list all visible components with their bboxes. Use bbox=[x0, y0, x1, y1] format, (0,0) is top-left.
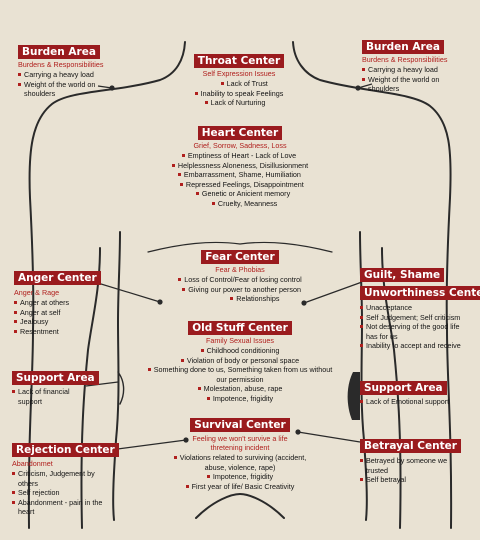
fear-item: Giving our power to another person bbox=[182, 285, 301, 295]
burden-right-subtitle: Burdens & Responsibilities bbox=[362, 55, 448, 64]
chest-line bbox=[147, 241, 333, 253]
crotch-line bbox=[195, 493, 285, 519]
support-right-item: Lack of Emotional support bbox=[360, 397, 460, 407]
rejection-center: Rejection Center Abandonmet Criticism, J… bbox=[12, 440, 119, 517]
heart-item: Cruelty, Meanness bbox=[212, 199, 308, 209]
survival-subtitle: Feeling we won't survive a life threteni… bbox=[192, 434, 288, 452]
burden-left-item: Weight of the world on shoulders bbox=[18, 80, 114, 99]
heart-item: Embarrassment, Shame, Humiliation bbox=[178, 170, 308, 180]
anger-title: Anger Center bbox=[14, 271, 101, 285]
rejection-subtitle: Abandonmet bbox=[12, 459, 53, 468]
anger-item: Resentment bbox=[14, 327, 101, 337]
heart-item: Genetic or Anicient memory bbox=[196, 189, 308, 199]
throat-center: Throat Center Self Expression Issues Lac… bbox=[170, 51, 308, 110]
rejection-item: Criticism, Judgement by others bbox=[12, 469, 106, 488]
support-left-title: Support Area bbox=[12, 371, 99, 385]
right-body-contour bbox=[292, 41, 453, 529]
guilt-title: Guilt, Shame bbox=[360, 268, 445, 282]
heart-item: Helplessness Aloneness, Disillusionment bbox=[172, 161, 308, 171]
betrayal-item: Betrayed by someone we trusted bbox=[360, 456, 464, 475]
anger-item: Jealousy bbox=[14, 317, 101, 327]
burden-left-subtitle: Burdens & Responsibilities bbox=[18, 60, 104, 69]
heart-subtitle: Grief, Sorrow, Sadness, Loss bbox=[193, 141, 287, 150]
fear-center: Fear Center Fear & Phobias Loss of Contr… bbox=[146, 247, 334, 306]
anger-subtitle: Anger & Rage bbox=[14, 288, 60, 297]
guilt-unworthiness-center: Guilt, Shame Unworthiness Center Unaccep… bbox=[360, 265, 480, 351]
betrayal-item: Self betrayal bbox=[360, 475, 464, 485]
rejection-item: Abandonment - pain in the heart bbox=[12, 498, 106, 517]
left-torso bbox=[112, 231, 121, 521]
support-left-item: Lack of financial support bbox=[12, 387, 94, 406]
betrayal-title: Betrayal Center bbox=[360, 439, 461, 453]
guilt-item: Not deserving of the good life has for u… bbox=[360, 322, 472, 341]
survival-center: Survival Center Feeling we won't survive… bbox=[150, 415, 330, 491]
throat-title: Throat Center bbox=[193, 54, 285, 68]
guilt-item: Inability to accept and receive bbox=[360, 341, 472, 351]
heart-center: Heart Center Grief, Sorrow, Sadness, Los… bbox=[140, 123, 340, 211]
support-right-title: Support Area bbox=[360, 381, 447, 395]
heart-title: Heart Center bbox=[197, 126, 283, 140]
burden-left-title: Burden Area bbox=[18, 45, 100, 59]
dot-guilt bbox=[301, 300, 307, 306]
fear-subtitle: Fear & Phobias bbox=[215, 265, 265, 274]
survival-title: Survival Center bbox=[190, 418, 290, 432]
unworthiness-title: Unworthiness Center bbox=[360, 286, 480, 300]
heart-item: Repressed Feelings, Disappointment bbox=[180, 180, 308, 190]
dot-burden-right bbox=[355, 85, 361, 91]
pointer-rejection bbox=[109, 439, 187, 451]
left-hip-shade bbox=[117, 371, 125, 405]
old-stuff-subtitle: Family Sexual Issues bbox=[206, 336, 274, 345]
anger-item: Anger at others bbox=[14, 298, 101, 308]
fear-title: Fear Center bbox=[201, 250, 279, 264]
betrayal-center: Betrayal Center Betrayed by someone we t… bbox=[360, 436, 464, 485]
throat-item: Inability to speak Feelings bbox=[195, 89, 284, 99]
support-area-left: Support Area Lack of financial support bbox=[12, 368, 99, 406]
survival-item: Impotence, frigidity bbox=[150, 472, 330, 482]
fear-item: Loss of Control/Fear of losing control bbox=[178, 275, 301, 285]
dot-anger bbox=[157, 299, 163, 305]
burden-right-item: Weight of the world on shoulders bbox=[362, 75, 466, 94]
survival-item: Violations related to surviving (acciden… bbox=[150, 453, 330, 472]
burden-right-item: Carrying a heavy load bbox=[362, 65, 466, 75]
anger-center: Anger Center Anger & Rage Anger at other… bbox=[14, 268, 101, 336]
old-stuff-center: Old Stuff Center Family Sexual Issues Ch… bbox=[140, 318, 340, 404]
left-inner-arm bbox=[80, 247, 101, 529]
old-stuff-item: Violation of body or personal space bbox=[140, 356, 340, 366]
old-stuff-item: Impotence, frigidity bbox=[140, 394, 340, 404]
fear-item: Relationships bbox=[230, 294, 301, 304]
survival-item: First year of life/ Basic Creativity bbox=[150, 482, 330, 492]
rejection-item: Self rejection bbox=[12, 488, 106, 498]
burden-area-right: Burden Area Burdens & Responsibilities C… bbox=[362, 37, 466, 94]
burden-left-item: Carrying a heavy load bbox=[18, 70, 114, 80]
old-stuff-item: Molestation, abuse, rape bbox=[140, 384, 340, 394]
pointer-support-left bbox=[85, 381, 119, 387]
throat-item: Lack of Nurturing bbox=[205, 98, 284, 108]
anger-item: Anger at self bbox=[14, 308, 101, 318]
support-area-right: Support Area Lack of Emotional support bbox=[360, 378, 460, 407]
guilt-item: Self Judgement; Self criticism bbox=[360, 313, 472, 323]
right-hip-mark bbox=[347, 372, 360, 420]
pointer-betrayal bbox=[297, 431, 361, 443]
old-stuff-item: Something done to us, Something taken fr… bbox=[140, 365, 340, 384]
burden-area-left: Burden Area Burdens & Responsibilities C… bbox=[18, 42, 114, 99]
pointer-guilt bbox=[303, 281, 363, 304]
dot-betrayal bbox=[295, 429, 301, 435]
old-stuff-title: Old Stuff Center bbox=[188, 321, 292, 335]
burden-right-title: Burden Area bbox=[362, 40, 444, 54]
throat-subtitle: Self Expression Issues bbox=[202, 69, 276, 78]
old-stuff-item: Childhood conditioning bbox=[140, 346, 340, 356]
rejection-title: Rejection Center bbox=[12, 443, 119, 457]
heart-item: Emptiness of Heart - Lack of Love bbox=[182, 151, 308, 161]
guilt-item: Unacceptance bbox=[360, 303, 472, 313]
throat-item: Lack of Trust bbox=[221, 79, 284, 89]
dot-rejection bbox=[183, 437, 189, 443]
